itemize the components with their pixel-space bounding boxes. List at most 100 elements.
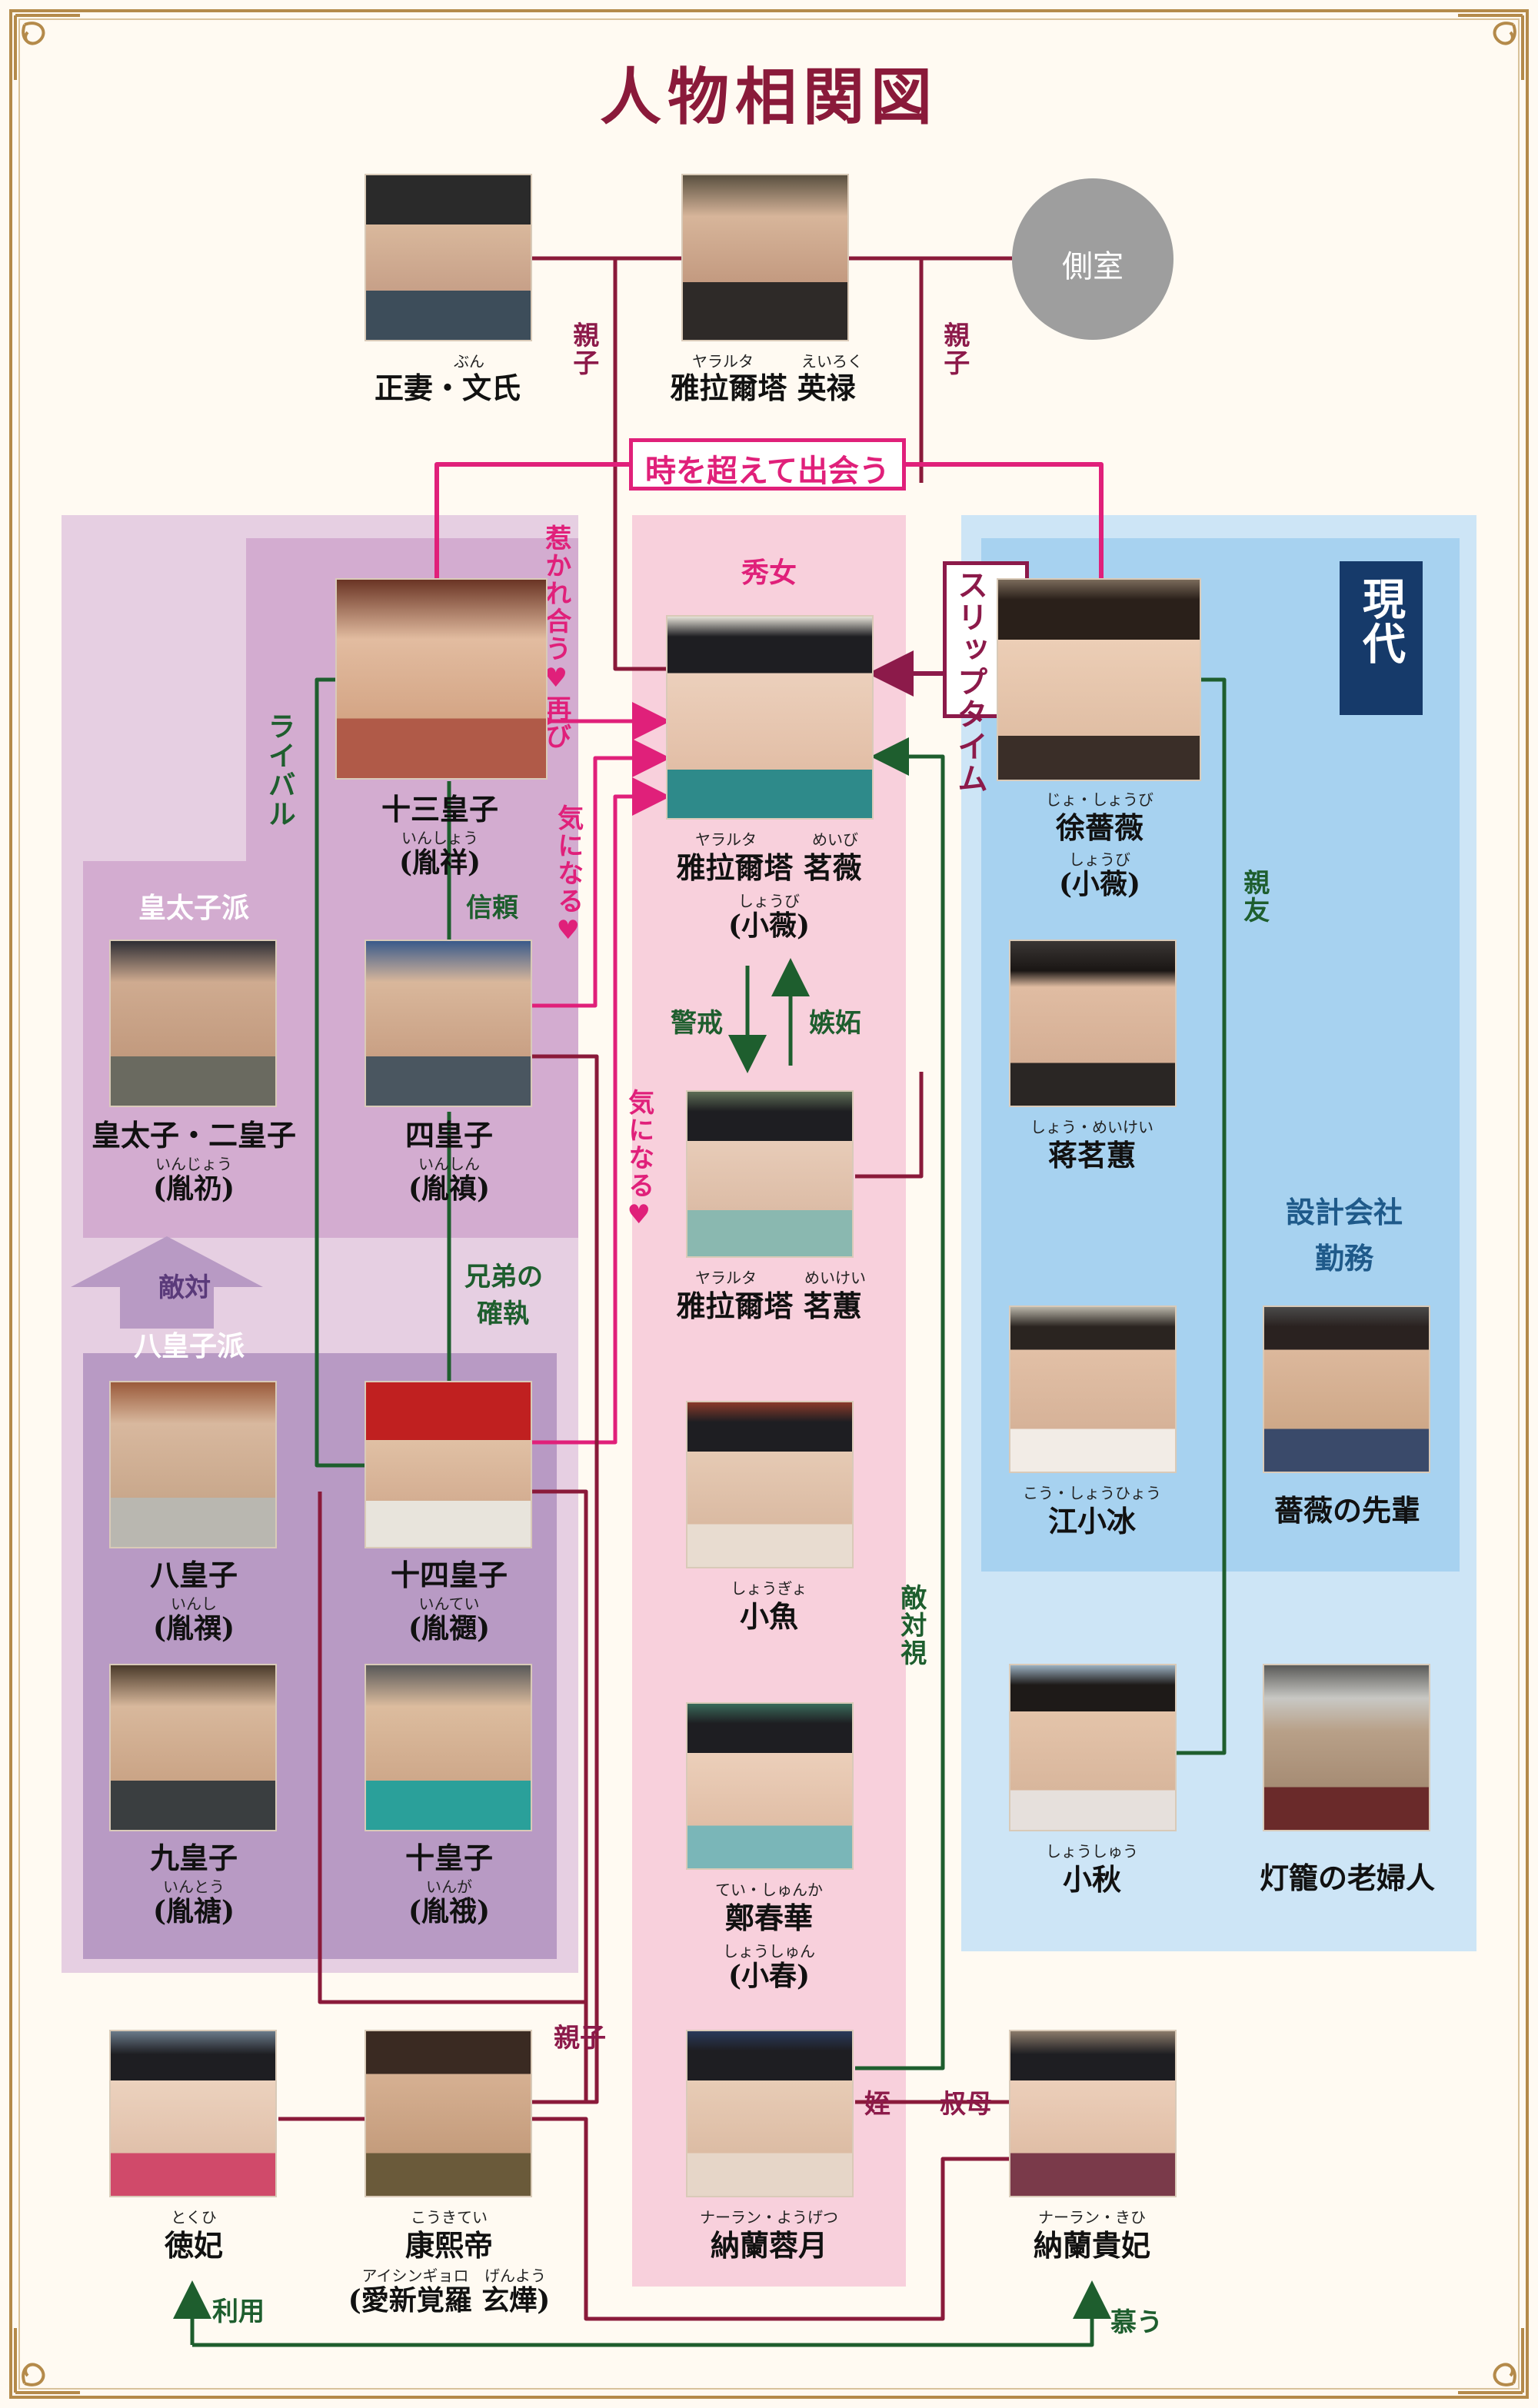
hostility-factions-label: 敵対 — [158, 1272, 211, 1303]
ruby-xiaoqiu: しょうしゅう — [1046, 1842, 1138, 1861]
name-guifei: 納蘭貴妃 — [1033, 2228, 1151, 2263]
parent-line — [613, 258, 666, 671]
ruby-father-1: ヤラルタ — [692, 352, 754, 371]
portrait-jiang — [1009, 940, 1177, 1107]
parent-line — [318, 1492, 586, 2004]
ruby-zheng-2: しょうしゅん — [723, 1942, 815, 1961]
sub-zheng: (小春) — [727, 1960, 811, 1992]
parent-line — [532, 1054, 599, 2104]
name-emperor: 康熙帝 — [404, 2228, 494, 2263]
portrait-emperor — [365, 2030, 532, 2197]
sub-13th-prince: (胤祥) — [398, 846, 481, 879]
sub-modern-heroine: (小薇) — [1058, 868, 1141, 900]
portrait-nalan — [686, 2030, 854, 2197]
modern-badge — [1340, 561, 1423, 715]
ruby-sister-1: ヤラルタ — [695, 1269, 757, 1287]
portrait-xiaoqiu — [1009, 1664, 1177, 1831]
ruby-emperor-2b: げんよう — [484, 2267, 546, 2285]
name-8th-prince: 八皇子 — [149, 1558, 238, 1592]
portrait-13th-prince — [335, 578, 548, 780]
portrait-defei — [109, 2030, 277, 2197]
hostility-arrow — [855, 737, 945, 2070]
group-label-eighth-faction: 八皇子派 — [133, 1330, 245, 1362]
portrait-sister — [686, 1090, 854, 1258]
ruby-defei: とくひ — [171, 2208, 217, 2227]
name-jiangxb: 江小冰 — [1047, 1504, 1137, 1538]
page-title: 人物相関図 — [600, 61, 938, 133]
ruby-nalan: ナーラン・ようげつ — [700, 2208, 838, 2227]
name-modern-heroine: 徐薔薇 — [1055, 810, 1144, 845]
sub-14th-prince: (胤禵) — [408, 1612, 491, 1645]
portrait-xiaoyu — [686, 1401, 854, 1568]
rivalry-arrow-icon — [71, 1236, 263, 1329]
name-wife: 正妻・文氏 — [374, 371, 521, 405]
ruby-jiangxb: こう・しょうひょう — [1023, 1484, 1161, 1502]
ruby-4th-prince: いんしん — [418, 1155, 480, 1173]
portrait-jiangxb — [1009, 1305, 1177, 1473]
ruby-father-2: えいろく — [801, 352, 863, 371]
parent-line — [532, 2117, 1009, 2321]
design-company-label-1: 設計会社 — [1285, 1195, 1403, 1229]
best-friend-line — [1177, 677, 1227, 1755]
portrait-9th-prince — [109, 1664, 277, 1831]
use-label: 利用 — [212, 2297, 265, 2327]
ruby-14th-prince: いんてい — [418, 1595, 480, 1613]
portrait-10th-prince — [365, 1664, 532, 1831]
meet-banner — [629, 438, 906, 491]
corner-ornament-icon — [1458, 14, 1524, 80]
portrait-14th-prince — [365, 1381, 532, 1548]
ruby-wife: ぶん — [454, 352, 484, 371]
ruby-zheng: てい・しゅんか — [715, 1881, 823, 1899]
portrait-8th-prince — [109, 1381, 277, 1548]
portrait-wife — [365, 174, 532, 341]
parent-label-bottom: 親子 — [554, 2023, 606, 2054]
rival-line — [315, 677, 368, 1468]
aunt-label: 叔母 — [940, 2089, 992, 2120]
modern-label: 現代 — [1355, 577, 1407, 666]
portrait-old-woman — [1263, 1664, 1430, 1831]
timeslip-label: スリップタイム — [952, 569, 988, 795]
name-father: 雅拉爾塔 英禄 — [670, 371, 856, 405]
relation-label-oyako-left: 親子 — [568, 321, 599, 377]
interest-label-2: 気になる♥ — [623, 1089, 654, 1232]
meet-line — [906, 462, 1104, 578]
group-label-shunyo: 秀女 — [741, 557, 797, 589]
portrait-heroine — [666, 615, 874, 820]
parent-line — [855, 1072, 924, 1179]
name-nalan: 納蘭蓉月 — [710, 2228, 828, 2263]
ruby-modern-heroine-2: しょうび — [1069, 850, 1130, 869]
ruby-emperor: こうきてい — [411, 2208, 488, 2227]
name-xiaoyu: 小魚 — [739, 1599, 799, 1634]
sub-crown-prince: (胤礽) — [152, 1172, 235, 1205]
portrait-father — [681, 174, 849, 341]
name-xiaoqiu: 小秋 — [1062, 1862, 1122, 1897]
portrait-4th-prince — [365, 940, 532, 1107]
wary-label: 警戒 — [671, 1008, 723, 1039]
ruby-heroine-2: めいび — [812, 830, 858, 849]
jealous-label: 嫉妬 — [809, 1008, 861, 1039]
name-old-woman: 灯籠の老婦人 — [1259, 1861, 1436, 1895]
meet-line — [434, 462, 629, 578]
corner-ornament-icon — [1458, 2328, 1524, 2394]
trust-label: 信頼 — [466, 893, 518, 923]
portrait-zheng — [686, 1702, 854, 1870]
name-defei: 徳妃 — [164, 2228, 224, 2263]
ruby-modern-heroine: じょ・しょうび — [1046, 790, 1154, 809]
meet-label: 時を超えて出会う — [645, 453, 890, 489]
name-9th-prince: 九皇子 — [149, 1841, 238, 1875]
concubine-label: 側室 — [1062, 249, 1124, 284]
sub-8th-prince: (胤禩) — [152, 1612, 235, 1645]
portrait-crown-prince — [109, 940, 277, 1107]
name-sister: 雅拉爾塔 茗蕙 — [676, 1289, 862, 1323]
relation-label-oyako-right: 親子 — [938, 321, 970, 377]
sub-4th-prince: (胤禛) — [408, 1172, 491, 1205]
admire-label: 慕う — [1110, 2307, 1163, 2338]
name-13th-prince: 十三皇子 — [381, 792, 499, 827]
interest-arrow — [532, 777, 671, 1445]
ruby-13th-prince: いんしょう — [401, 829, 478, 847]
name-4th-prince: 四皇子 — [404, 1118, 494, 1152]
use-admire-arrow — [192, 2280, 1111, 2347]
ruby-heroine-3: しょうび — [738, 892, 800, 910]
group-label-crown-faction: 皇太子派 — [138, 892, 250, 924]
